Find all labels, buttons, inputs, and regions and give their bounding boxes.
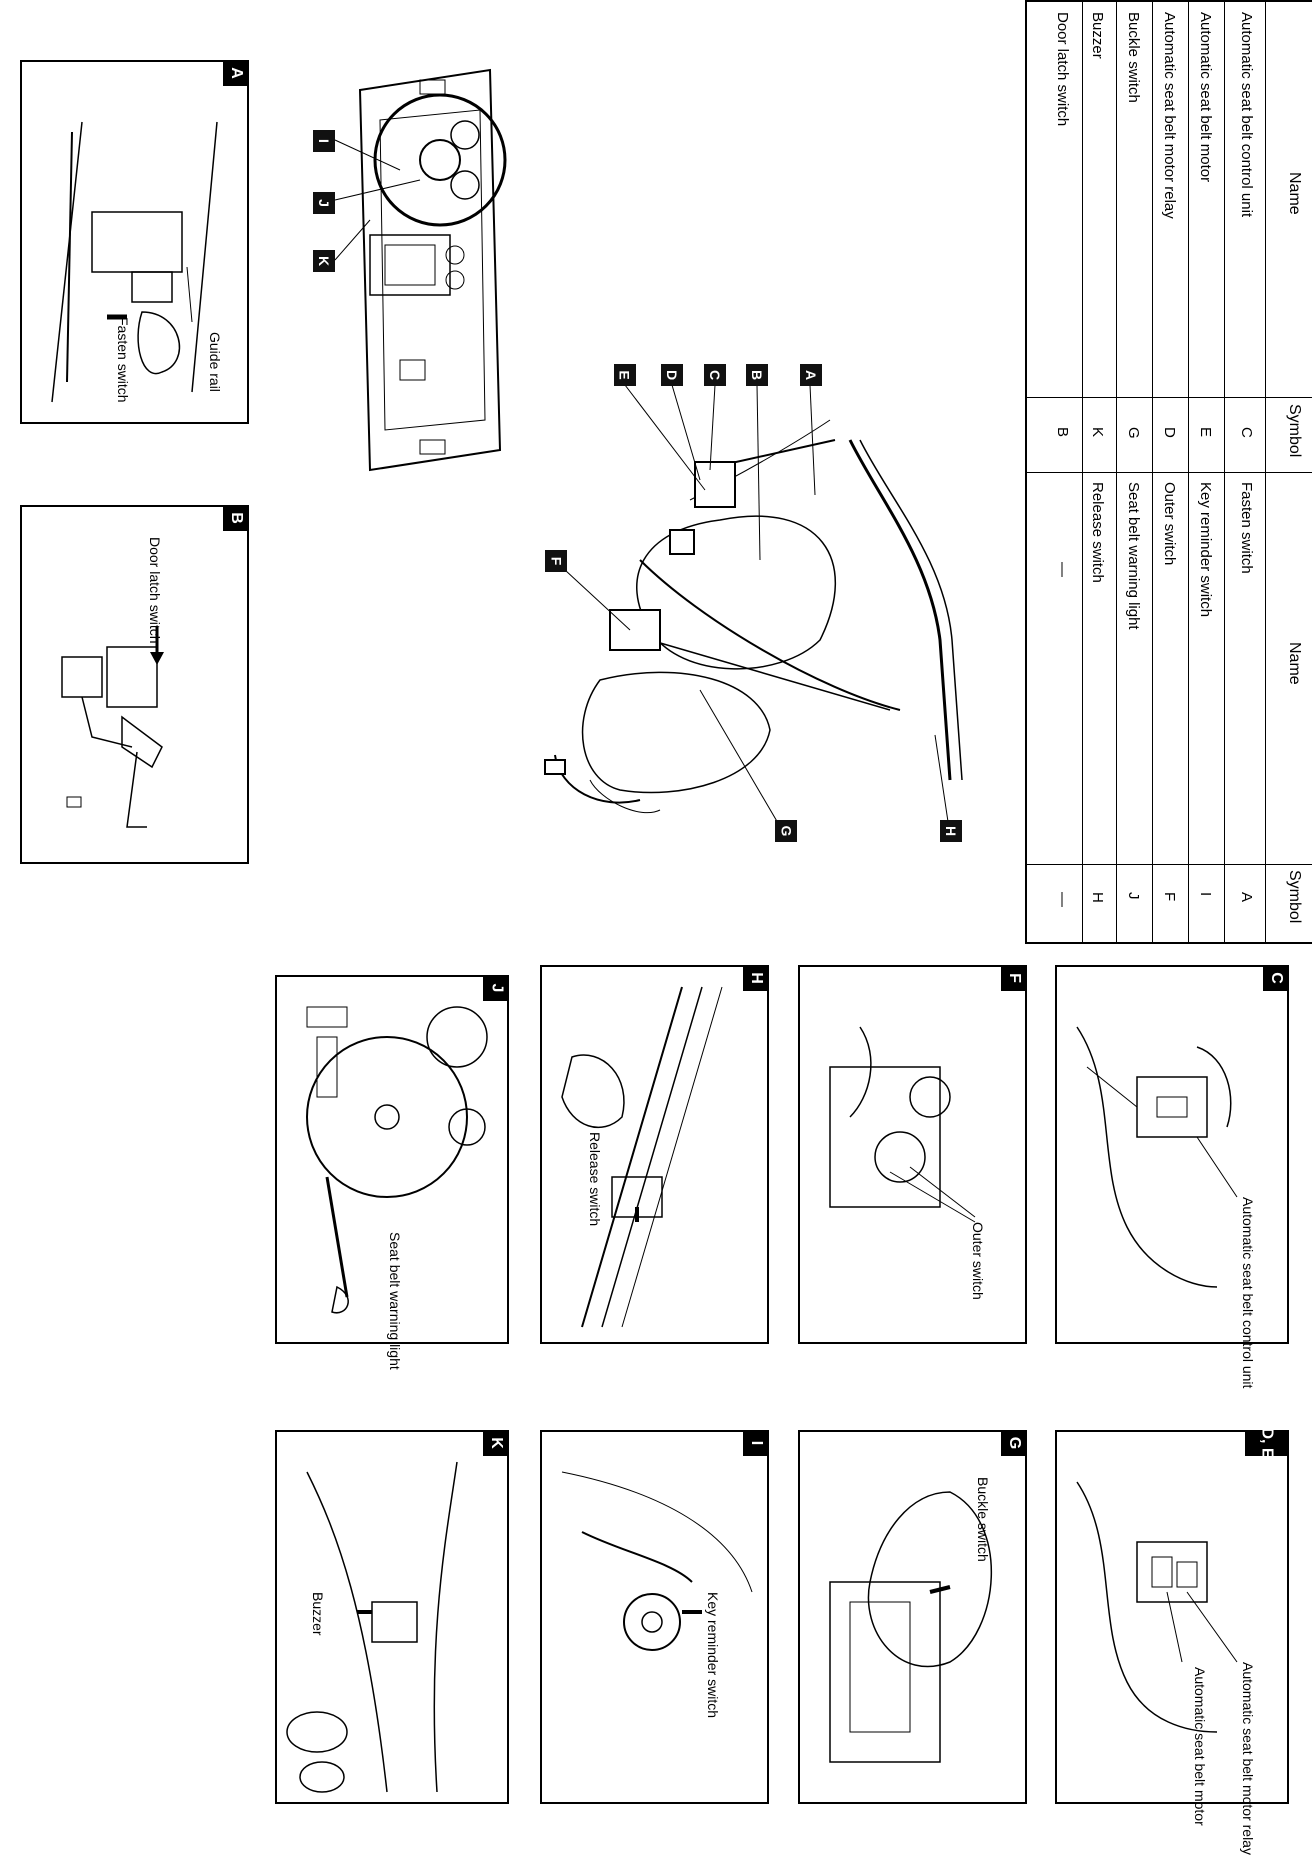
panel-g-drawing (829, 1491, 992, 1763)
panel-h: H Release switch (540, 965, 769, 1344)
row-name: Outer switch (1161, 482, 1178, 566)
caption-buckle-switch: Buckle switch (975, 1477, 991, 1562)
panel-de-drawing (1076, 1481, 1238, 1733)
panel-i: I Key reminder switch (540, 1430, 769, 1804)
row-symbol: C (1238, 427, 1255, 438)
panel-k-drawing (286, 1461, 458, 1793)
diagram-label-d: D (661, 364, 683, 386)
caption-buzzer: Buzzer (310, 1592, 326, 1636)
row-name: Key reminder switch (1197, 482, 1214, 618)
header-symbol-2: Symbol (1286, 870, 1303, 924)
header-name-2: Name (1286, 642, 1303, 685)
panel-k-tag: K (483, 1430, 509, 1456)
panel-a-drawing (51, 121, 218, 403)
row-name: Buzzer (1089, 12, 1106, 59)
caption-seat-belt-warning-light: Seat belt warning light (387, 1232, 403, 1370)
row-symbol: — (1054, 892, 1071, 907)
row-symbol: J (1125, 892, 1142, 900)
caption-outer-switch: Outer switch (970, 1222, 986, 1300)
panel-f: F Outer switch (798, 965, 1027, 1344)
panel-j: J Seat belt warning light (275, 975, 509, 1370)
diagram-label-a: A (800, 364, 822, 386)
panel-de-tag: D, E (1245, 1427, 1289, 1459)
row-symbol: F (1161, 892, 1178, 902)
diagram-label-j: J (313, 192, 335, 214)
panel-b-drawing (61, 627, 164, 828)
panel-j-drawing (306, 1006, 488, 1314)
panel-f-drawing (829, 1026, 976, 1223)
row-name: Buckle switch (1125, 12, 1142, 103)
caption-motor: Automatic seat belt motor (1192, 1667, 1208, 1826)
panel-de: D, E Automatic seat belt motor relay Aut… (1055, 1427, 1289, 1855)
caption-motor-relay: Automatic seat belt motor relay (1240, 1662, 1256, 1855)
caption-door-latch-switch: Door latch switch (147, 537, 163, 644)
caption-control-unit: Automatic seat belt control unit (1240, 1197, 1256, 1389)
panel-i-tag: I (743, 1430, 769, 1456)
diagram-label-h: H (940, 820, 962, 842)
panel-b: B Door latch switch (20, 505, 249, 864)
row-name: — (1054, 562, 1071, 577)
row-symbol: B (1054, 427, 1071, 438)
row-symbol: H (1089, 892, 1106, 903)
caption-release-switch: Release switch (587, 1132, 603, 1227)
row-symbol: G (1125, 427, 1142, 439)
panel-f-tag: F (1001, 965, 1027, 991)
panel-c-tag: C (1263, 965, 1289, 991)
diagram-label-e: E (614, 364, 636, 386)
row-name: Automatic seat belt motor (1197, 12, 1214, 183)
panel-g-tag: G (1001, 1430, 1027, 1456)
header-name-1: Name (1286, 172, 1303, 215)
panel-a-tag: A (223, 60, 249, 86)
diagram-label-i: I (313, 130, 335, 152)
caption-fasten-switch: Fasten switch (115, 317, 131, 403)
panel-g: G Buckle switch (798, 1430, 1027, 1804)
diagram-label-f: F (545, 550, 567, 572)
caption-guide-rail: Guide rail (207, 332, 223, 392)
header-symbol-1: Symbol (1286, 404, 1303, 458)
row-name: Release switch (1089, 482, 1106, 583)
row-symbol: I (1197, 892, 1214, 897)
panel-i-drawing (561, 1471, 753, 1651)
panel-h-tag: H (743, 965, 769, 991)
row-name: Automatic seat belt control unit (1238, 12, 1255, 218)
caption-key-reminder-switch: Key reminder switch (705, 1592, 721, 1719)
row-symbol: E (1197, 427, 1214, 438)
panel-j-tag: J (483, 975, 509, 1001)
panel-h-drawing (561, 986, 723, 1328)
diagram-label-g: G (775, 820, 797, 842)
component-table: Name Symbol Name Symbol Automatic seat b… (1025, 0, 1312, 944)
row-symbol: D (1161, 427, 1178, 438)
row-name: Fasten switch (1238, 482, 1255, 574)
row-symbol: K (1089, 427, 1106, 438)
row-name: Seat belt warning light (1125, 482, 1142, 630)
panel-k: K Buzzer (275, 1430, 509, 1804)
row-symbol: A (1238, 892, 1255, 903)
row-name: Door latch switch (1054, 12, 1071, 127)
diagram-label-k: K (313, 250, 335, 272)
panel-a: A Guide rail Fasten switch (20, 60, 249, 424)
diagram-label-c: C (704, 364, 726, 386)
panel-c-drawing (1076, 1026, 1238, 1288)
panel-b-tag: B (223, 505, 249, 531)
row-name: Automatic seat belt motor relay (1161, 12, 1178, 219)
panel-c: C Automatic seat belt control unit (1055, 965, 1289, 1388)
diagram-label-b: B (746, 364, 768, 386)
